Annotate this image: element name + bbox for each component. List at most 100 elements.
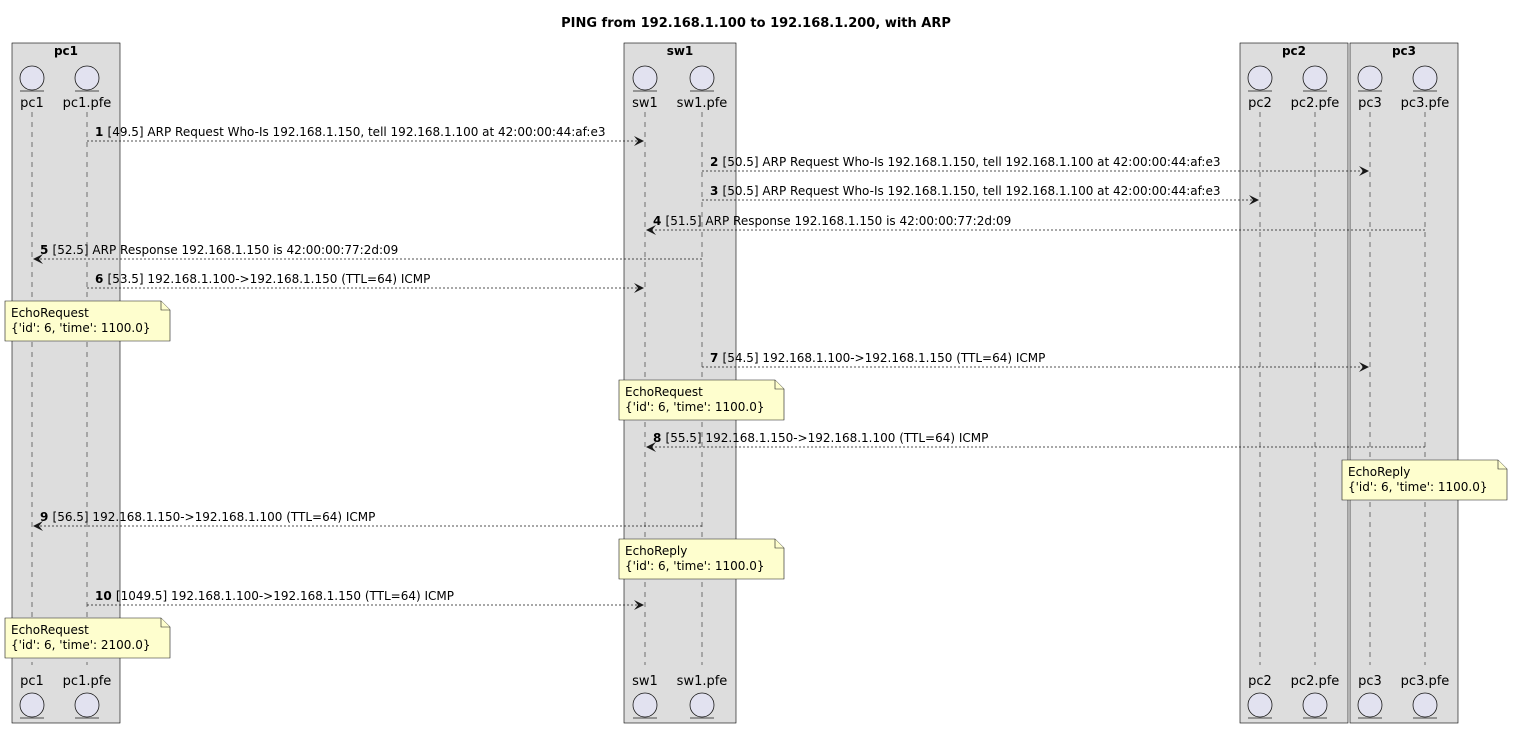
message-label: 9 [56.5] 192.168.1.150->192.168.1.100 (T… <box>40 510 375 524</box>
arrowhead <box>634 283 644 293</box>
message-text: [50.5] ARP Request Who-Is 192.168.1.150,… <box>723 155 1221 169</box>
participant-label: sw1.pfe <box>677 674 728 689</box>
participant-label: pc3.pfe <box>1401 674 1450 689</box>
message-label: 7 [54.5] 192.168.1.100->192.168.1.150 (T… <box>710 351 1045 365</box>
box-title: pc3 <box>1392 44 1416 58</box>
participant-label: pc3 <box>1358 674 1382 689</box>
arrowhead <box>1359 362 1369 372</box>
box-frame <box>1349 42 1459 724</box>
box-title: pc2 <box>1282 44 1306 58</box>
note-line: EchoReply <box>1348 465 1410 479</box>
box-frame <box>1239 42 1349 724</box>
entity-icon <box>1412 692 1438 718</box>
entity-icon <box>1302 65 1328 91</box>
entity-icon <box>1412 65 1438 91</box>
message-label: 10 [1049.5] 192.168.1.100->192.168.1.150… <box>95 589 454 603</box>
note-fold <box>774 380 784 390</box>
entity-icon <box>1247 692 1273 718</box>
participant-label: pc3 <box>1358 96 1382 111</box>
participant-box-pc1: pc1 <box>11 42 121 724</box>
arrowhead <box>1359 166 1369 176</box>
note-body <box>618 538 785 580</box>
participant-pc2-pfe: pc2.pfe pc2.pfe <box>1291 65 1340 719</box>
participant-pc3: pc3 pc3 <box>1357 65 1383 719</box>
note-line: {'id': 6, 'time': 1100.0} <box>625 559 765 573</box>
entity-icon <box>632 65 658 91</box>
entity-icon <box>689 692 715 718</box>
message-text: [51.5] ARP Response 192.168.1.150 is 42:… <box>666 214 1012 228</box>
entity-icon <box>1247 65 1273 91</box>
note-line: EchoReply <box>625 544 687 558</box>
arrowhead <box>634 600 644 610</box>
message-number: 8 <box>653 431 666 445</box>
note-fold <box>160 618 170 628</box>
message-text: [55.5] 192.168.1.150->192.168.1.100 (TTL… <box>666 431 989 445</box>
arrowhead <box>1249 195 1259 205</box>
note-body <box>4 300 171 342</box>
note-7: EchoRequest{'id': 6, 'time': 1100.0} <box>618 379 785 421</box>
note-line: {'id': 6, 'time': 1100.0} <box>11 321 151 335</box>
message-number: 4 <box>653 214 666 228</box>
message-7: 7 [54.5] 192.168.1.100->192.168.1.150 (T… <box>702 351 1369 372</box>
note-line: EchoRequest <box>625 385 703 399</box>
box-title: pc1 <box>54 44 78 58</box>
message-9: 9 [56.5] 192.168.1.150->192.168.1.100 (T… <box>33 510 702 531</box>
entity-icon <box>74 692 100 718</box>
arrowhead <box>33 521 43 531</box>
entity-icon <box>632 692 658 718</box>
message-8: 8 [55.5] 192.168.1.150->192.168.1.100 (T… <box>646 431 1425 452</box>
message-2: 2 [50.5] ARP Request Who-Is 192.168.1.15… <box>702 155 1369 176</box>
entity-icon <box>1357 65 1383 91</box>
arrowhead <box>33 254 43 264</box>
note-line: {'id': 6, 'time': 1100.0} <box>1348 480 1488 494</box>
message-text: [52.5] ARP Response 192.168.1.150 is 42:… <box>53 243 399 257</box>
arrowhead <box>634 136 644 146</box>
message-number: 5 <box>40 243 53 257</box>
message-label: 8 [55.5] 192.168.1.150->192.168.1.100 (T… <box>653 431 988 445</box>
message-6: 6 [53.5] 192.168.1.100->192.168.1.150 (T… <box>87 272 644 293</box>
box-frame <box>11 42 121 724</box>
note-8: EchoReply{'id': 6, 'time': 1100.0} <box>1341 459 1508 501</box>
message-text: [53.5] 192.168.1.100->192.168.1.150 (TTL… <box>108 272 431 286</box>
entity-icon <box>74 65 100 91</box>
entity-icon <box>19 65 45 91</box>
message-label: 2 [50.5] ARP Request Who-Is 192.168.1.15… <box>710 155 1220 169</box>
message-text: [50.5] ARP Request Who-Is 192.168.1.150,… <box>723 184 1221 198</box>
message-number: 10 <box>95 589 116 603</box>
participant-label: pc2 <box>1248 96 1272 111</box>
note-fold <box>160 301 170 311</box>
participant-label: pc2.pfe <box>1291 96 1340 111</box>
message-1: 1 [49.5] ARP Request Who-Is 192.168.1.15… <box>87 125 644 146</box>
note-9: EchoReply{'id': 6, 'time': 1100.0} <box>618 538 785 580</box>
participant-label: pc2.pfe <box>1291 674 1340 689</box>
arrowhead <box>646 225 656 235</box>
message-5: 5 [52.5] ARP Response 192.168.1.150 is 4… <box>33 243 702 264</box>
diagram-title: PING from 192.168.1.100 to 192.168.1.200… <box>561 16 951 31</box>
message-label: 4 [51.5] ARP Response 192.168.1.150 is 4… <box>653 214 1011 228</box>
participant-label: pc1 <box>20 96 44 111</box>
message-label: 5 [52.5] ARP Response 192.168.1.150 is 4… <box>40 243 398 257</box>
participant-label: pc1 <box>20 674 44 689</box>
note-10: EchoRequest{'id': 6, 'time': 2100.0} <box>4 617 171 659</box>
message-10: 10 [1049.5] 192.168.1.100->192.168.1.150… <box>87 589 644 610</box>
message-number: 9 <box>40 510 53 524</box>
box-title: sw1 <box>667 44 694 58</box>
message-4: 4 [51.5] ARP Response 192.168.1.150 is 4… <box>646 214 1425 235</box>
message-label: 6 [53.5] 192.168.1.100->192.168.1.150 (T… <box>95 272 430 286</box>
message-number: 1 <box>95 125 108 139</box>
message-text: [54.5] 192.168.1.100->192.168.1.150 (TTL… <box>723 351 1046 365</box>
note-fold <box>1497 460 1507 470</box>
arrowhead <box>646 442 656 452</box>
message-number: 6 <box>95 272 108 286</box>
message-3: 3 [50.5] ARP Request Who-Is 192.168.1.15… <box>702 184 1259 205</box>
note-line: {'id': 6, 'time': 1100.0} <box>625 400 765 414</box>
entity-icon <box>1302 692 1328 718</box>
participant-box-pc2: pc2 <box>1239 42 1349 724</box>
message-number: 7 <box>710 351 723 365</box>
participant-label: pc1.pfe <box>63 96 112 111</box>
message-label: 3 [50.5] ARP Request Who-Is 192.168.1.15… <box>710 184 1220 198</box>
message-label: 1 [49.5] ARP Request Who-Is 192.168.1.15… <box>95 125 605 139</box>
